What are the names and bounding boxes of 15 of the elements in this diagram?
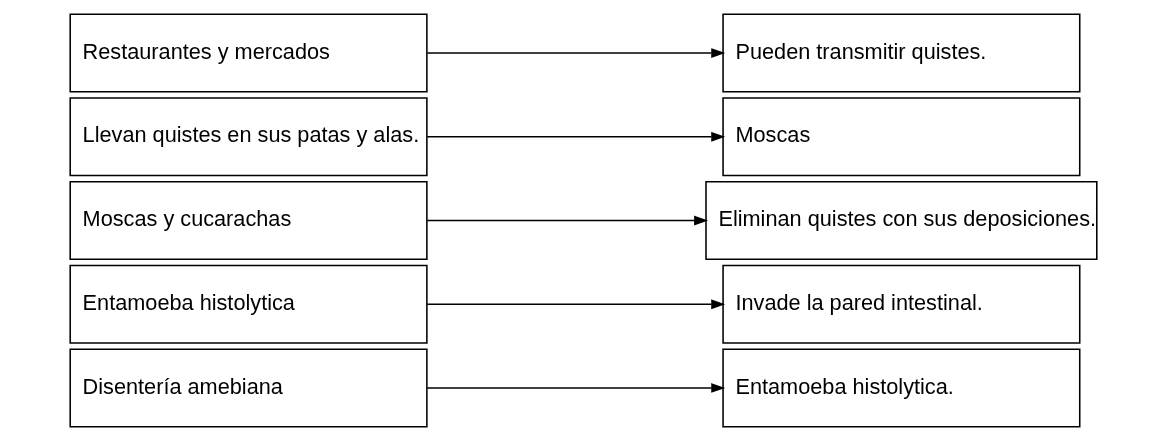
node-box: Disentería amebiana bbox=[69, 348, 428, 428]
node-box: Eliminan quistes con sus deposiciones. bbox=[705, 180, 1098, 261]
node-box: Entamoeba histolytica. bbox=[722, 348, 1081, 428]
arrow bbox=[426, 48, 726, 58]
arrow bbox=[426, 383, 726, 393]
node-box: Pueden transmitir quistes. bbox=[722, 13, 1081, 93]
arrow bbox=[426, 299, 726, 310]
node-box: Entamoeba histolytica bbox=[69, 264, 428, 344]
arrow bbox=[426, 215, 709, 226]
node-box: Llevan quistes en sus patas y alas. bbox=[69, 97, 428, 177]
node-box: Invade la pared intestinal. bbox=[722, 264, 1081, 344]
node-box: Moscas bbox=[722, 97, 1081, 177]
node-box: Moscas y cucarachas bbox=[69, 180, 428, 261]
arrow bbox=[426, 131, 726, 142]
node-box: Restaurantes y mercados bbox=[69, 13, 428, 93]
